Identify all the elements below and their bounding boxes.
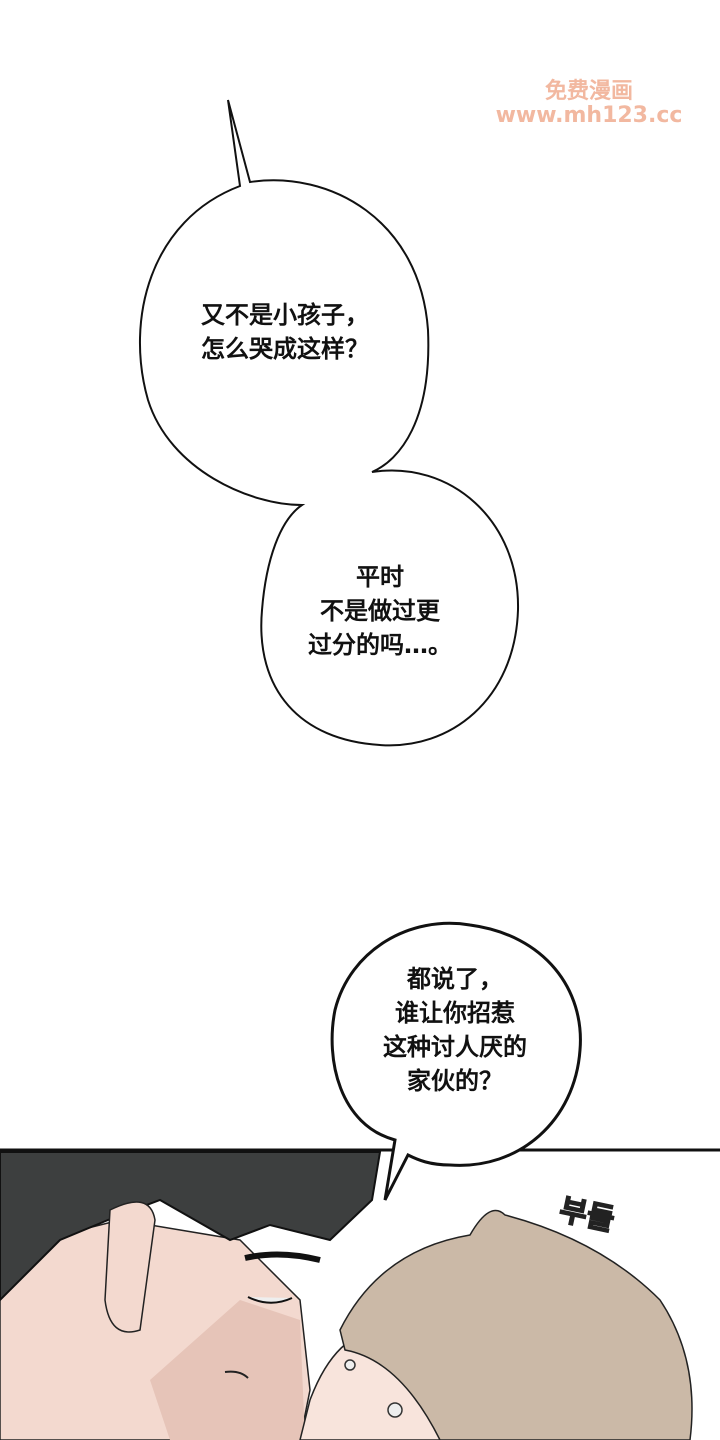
- bubble-1-text: 又不是小孩子， 怎么哭成这样？: [170, 298, 400, 366]
- bubble-2-text: 平时 不是做过更 过分的吗…。: [280, 560, 480, 662]
- bubble-line: 都说了，: [407, 965, 503, 993]
- man-ear: [104, 1201, 156, 1333]
- watermark-title: 免费漫画: [544, 79, 633, 104]
- bubble-line: 又不是小孩子，: [201, 301, 369, 329]
- bubble-line: 谁让你招惹: [395, 999, 515, 1027]
- bubble-line: 平时: [356, 563, 404, 591]
- panel-bottom: [0, 1148, 720, 1440]
- man-brow: [244, 1251, 321, 1263]
- speech-bubble-top: [138, 99, 520, 747]
- watermark-url: www.mh123.cc: [495, 103, 683, 128]
- watermark: 免费漫画 www.mh123.cc: [494, 80, 684, 128]
- man-eye: [247, 1296, 293, 1304]
- bubble-3-text: 都说了， 谁让你招惹 这种讨人厌的 家伙的？: [345, 962, 565, 1098]
- bubble-line: 过分的吗…。: [308, 631, 452, 659]
- boy-hair: [339, 1209, 693, 1440]
- bubble-line: 怎么哭成这样？: [201, 335, 369, 363]
- speech-bubble-bottom: [330, 921, 582, 1201]
- bubble-line: 这种讨人厌的: [383, 1033, 527, 1061]
- bubble-line: 家伙的？: [407, 1067, 503, 1095]
- bubble-line: 不是做过更: [320, 597, 440, 625]
- man-hair: [0, 1151, 382, 1302]
- boy-eye: [387, 1402, 403, 1418]
